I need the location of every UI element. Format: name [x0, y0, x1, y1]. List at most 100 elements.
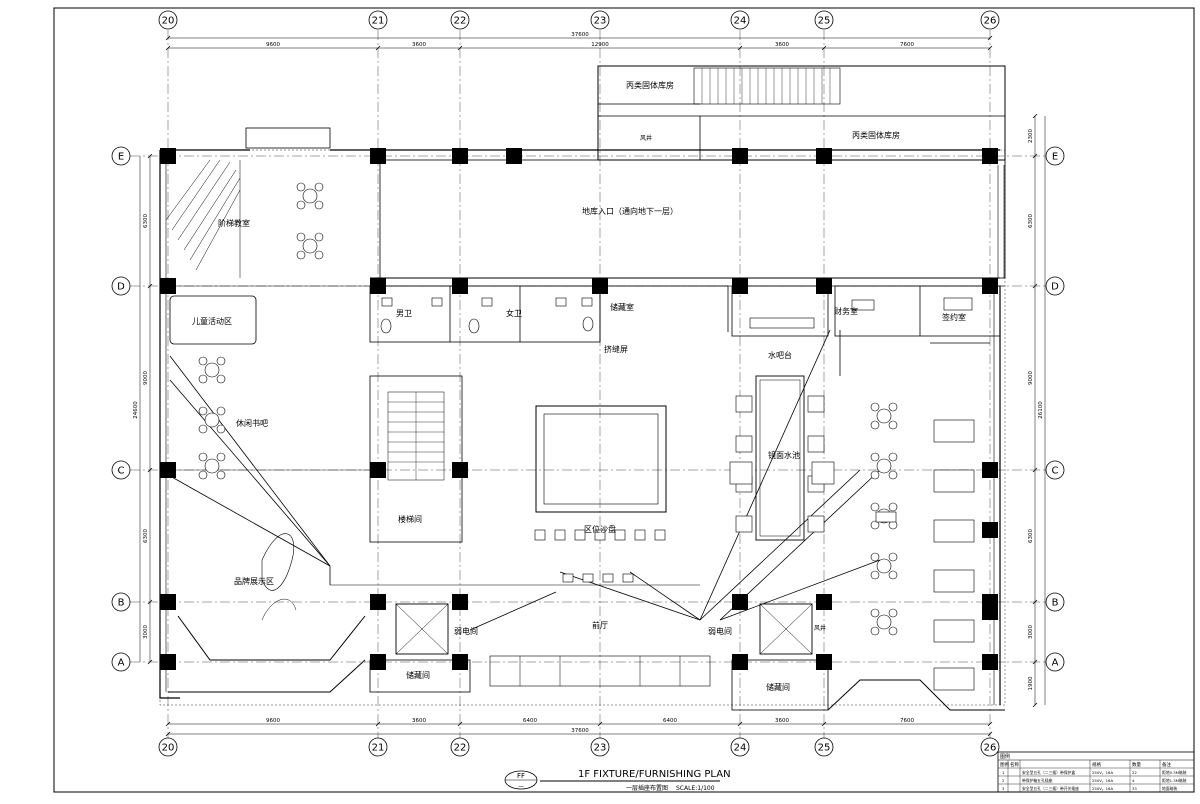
structural-column: [732, 278, 748, 294]
wash-basin: [581, 297, 593, 307]
dimension-label: 12900: [591, 42, 609, 48]
legend-cell: 3: [1002, 786, 1005, 791]
wash-basin: [481, 297, 493, 307]
title-tag-sub: —: [518, 783, 524, 790]
label-bar: 水吧台: [768, 350, 792, 360]
legend-cell: 4: [1132, 778, 1135, 783]
sofa-seat: [933, 619, 975, 643]
structural-column: [982, 278, 998, 294]
furniture: [198, 182, 975, 691]
label-pool: 镜面水池: [768, 450, 800, 460]
grid-bubble: [980, 737, 1000, 757]
grid-bubble-label: 23: [594, 16, 607, 27]
grid-bubble: [730, 737, 750, 757]
grid-bubble: [158, 737, 178, 757]
grid-bubble: [111, 592, 131, 612]
structural-column: [982, 522, 998, 538]
label-brand: 品牌展示区: [234, 576, 274, 586]
dimension-label: 9000: [1028, 371, 1034, 385]
grid-bubble: [1045, 460, 1065, 480]
bench-seat: [614, 529, 626, 541]
structural-column: [370, 278, 386, 294]
label-lecture: 阶梯教室: [218, 218, 250, 228]
dimension-label: 2300: [1028, 129, 1034, 143]
dimension-label: 6400: [523, 718, 537, 724]
structural-column: [160, 594, 176, 610]
structural-column: [982, 654, 998, 670]
bench-seat: [574, 529, 586, 541]
dimension-label: 3000: [1028, 625, 1034, 639]
sofa-seat: [933, 469, 975, 493]
grid-bubble-label: D: [117, 282, 125, 293]
sofa-seat: [933, 519, 975, 543]
grid-bubble-label: B: [1052, 598, 1059, 609]
grid-bubble-label: A: [118, 658, 125, 669]
bench-seat: [534, 529, 546, 541]
grid-bubble: [111, 276, 131, 296]
legend-header: 规格: [1092, 761, 1101, 768]
display-block: [729, 461, 753, 485]
grid-bubble-label: 22: [454, 16, 467, 27]
structural-column: [982, 462, 998, 478]
grid-bubble: [450, 737, 470, 757]
reception-seat: [602, 573, 614, 583]
round-table-set: [296, 232, 324, 260]
office-desk: [943, 297, 973, 311]
wash-basin: [431, 297, 443, 307]
grid-bubble: [980, 10, 1000, 30]
dimension-label: 9000: [143, 371, 149, 385]
dimension-label: 3600: [412, 718, 426, 724]
grid-bubble: [1045, 276, 1065, 296]
bar-stool: [735, 515, 753, 533]
dimension-label: 6300: [1028, 214, 1034, 228]
grid-bubble-label: 20: [162, 743, 175, 754]
round-table-set: [870, 402, 898, 430]
legend-header: 备注: [1162, 761, 1171, 768]
bench-seat: [634, 529, 646, 541]
building-walls: [159, 65, 1006, 711]
side-table: [875, 511, 897, 523]
grid-bubble-label: E: [118, 152, 124, 163]
bar-stool: [735, 435, 753, 453]
label-weak-right: 弱电间: [708, 626, 732, 636]
structural-column: [452, 148, 468, 164]
grid-bubble-label: 20: [162, 16, 175, 27]
legend-cell: 带保护箱五孔插座: [1022, 778, 1053, 783]
title-scale: SCALE:1/100: [676, 785, 715, 792]
grid-bubble-label: 22: [454, 743, 467, 754]
label-sandtable: 区位沙盘: [584, 524, 616, 534]
legend-cell: 距地0.3M暗装: [1162, 770, 1187, 775]
dimension-label: 3000: [143, 625, 149, 639]
structural-column: [160, 278, 176, 294]
bench-seat: [594, 529, 606, 541]
grid-bubble-label: 24: [734, 743, 747, 754]
dimension-label: 9600: [266, 718, 280, 724]
legend-title: 图例: [1000, 753, 1010, 760]
dimension-label: 3600: [775, 42, 789, 48]
wash-basin: [381, 297, 393, 307]
round-table-set: [870, 552, 898, 580]
office-desk: [851, 299, 875, 311]
label-women: 女卫: [506, 308, 522, 318]
grid-bubble-label: 26: [984, 743, 997, 754]
grid-bubble-label: 25: [818, 743, 831, 754]
title-en: 1F FIXTURE/FURNISHING PLAN: [578, 769, 731, 780]
sofa-seat: [933, 667, 975, 691]
dimension-label: 7600: [900, 42, 914, 48]
grid-bubble: [111, 146, 131, 166]
grid-bubble-label: C: [118, 466, 125, 477]
label-storage-top-b: 丙类固体库房: [852, 130, 900, 140]
grid-bubble: [158, 10, 178, 30]
structural-column: [370, 148, 386, 164]
structural-column: [452, 594, 468, 610]
structural-column: [506, 148, 522, 164]
dimension-total: 24600: [133, 401, 139, 419]
grid-bubble: [1045, 592, 1065, 612]
grid-bubble: [814, 737, 834, 757]
dimension-label: 1900: [1028, 676, 1034, 690]
grid-bubble: [368, 10, 388, 30]
room-labels: 丙类固体库房 丙类固体库房 风井 阶梯教室 地库入口（通向地下一层） 儿童活动区…: [192, 80, 966, 692]
legend-cell: 250V，16A: [1092, 778, 1113, 783]
